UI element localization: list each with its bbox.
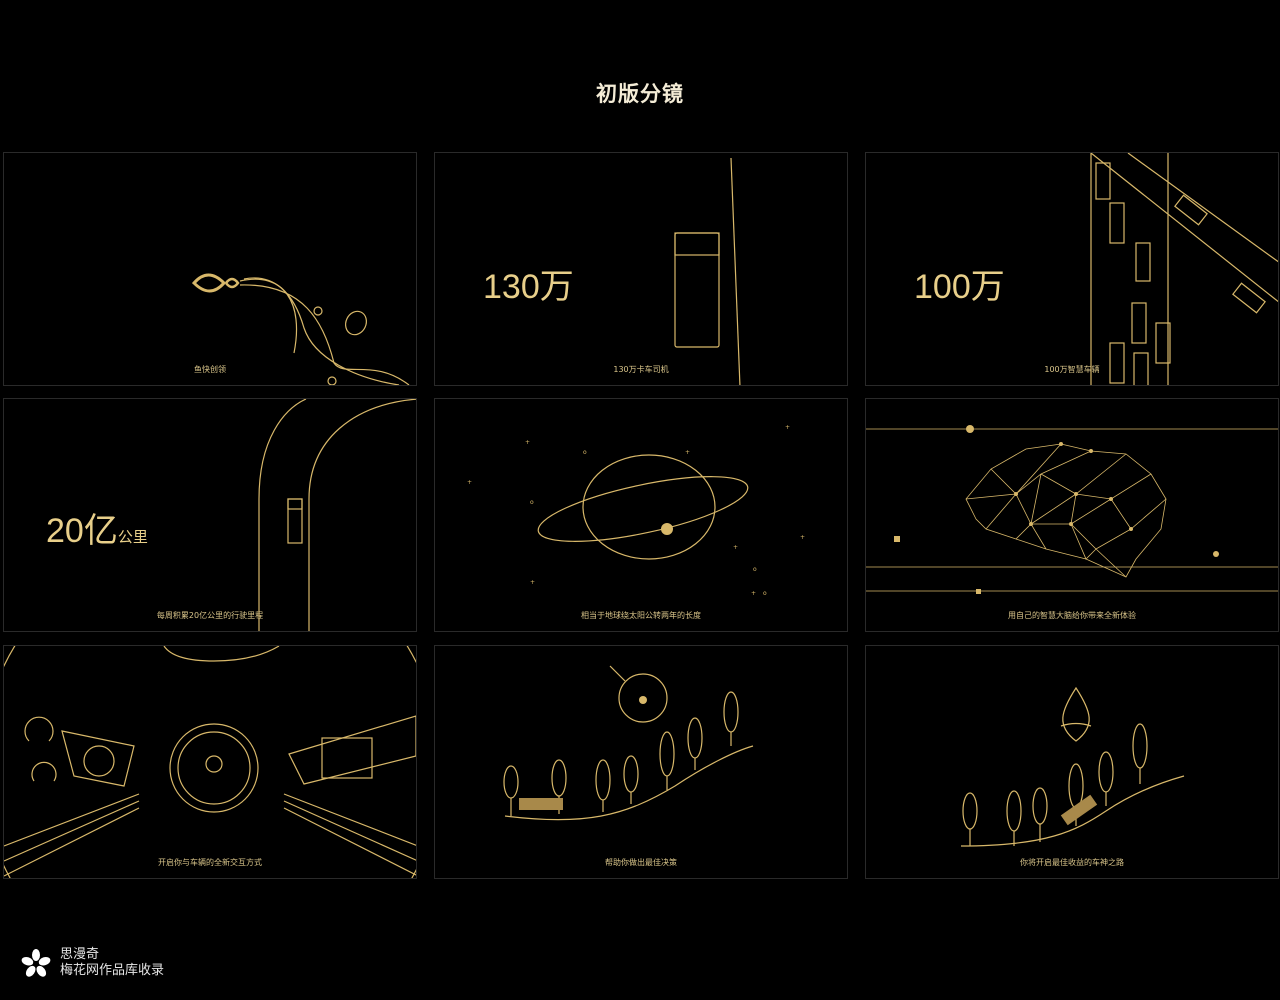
svg-text:+: + bbox=[467, 479, 472, 486]
panel-caption: 100万智慧车辆 bbox=[1044, 365, 1100, 374]
storyboard-panel-9[interactable]: 你将开启最佳收益的车神之路 bbox=[865, 645, 1279, 879]
panel-caption: 你将开启最佳收益的车神之路 bbox=[1020, 858, 1124, 867]
storyboard-panel-3[interactable]: 100万 100万智慧车辆 bbox=[865, 152, 1279, 386]
curved-road-illustration bbox=[258, 399, 416, 631]
panel-caption: 相当于地球绕太阳公转两年的长度 bbox=[581, 611, 701, 620]
cockpit-illustration bbox=[4, 646, 416, 878]
panel-caption: 帮助你做出最佳决策 bbox=[605, 858, 677, 867]
flower-logo-icon bbox=[21, 949, 51, 977]
svg-text:+: + bbox=[751, 590, 756, 597]
panel-caption: 鱼快创领 bbox=[194, 365, 226, 374]
svg-text:+: + bbox=[733, 544, 738, 551]
driver-count: 130万 bbox=[483, 268, 574, 306]
svg-text:+: + bbox=[530, 579, 535, 586]
brand-footer: 思漫奇 梅花网作品库收录 bbox=[60, 947, 164, 979]
storyboard-panel-7[interactable]: 开启你与车辆的全新交互方式 bbox=[3, 645, 417, 879]
hill-speedometer-illustration bbox=[503, 665, 754, 821]
storyboard-panel-1[interactable]: 鱼快创领 bbox=[3, 152, 417, 386]
truck-road-illustration bbox=[674, 157, 741, 385]
page-title: 初版分镜 bbox=[596, 82, 684, 106]
svg-text:+: + bbox=[785, 424, 790, 431]
storyboard-panel-5[interactable]: + o + + + o + + o + o + 相当于地球绕太阳公转两年的长度 bbox=[434, 398, 848, 632]
brand-name: 思漫奇 bbox=[60, 947, 100, 962]
storyboard-panel-4[interactable]: 20亿公里 每周积累20亿公里的行驶里程 bbox=[3, 398, 417, 632]
fish-logo-illustration bbox=[191, 273, 410, 385]
planet-illustration: + o + + + o + + o + o + bbox=[467, 424, 805, 597]
svg-text:o: o bbox=[753, 566, 757, 573]
svg-text:o: o bbox=[583, 449, 587, 456]
mileage-value: 20亿 bbox=[46, 512, 118, 550]
svg-text:+: + bbox=[685, 449, 690, 456]
svg-text:+: + bbox=[525, 439, 530, 446]
svg-text:o: o bbox=[530, 499, 534, 506]
panel-caption: 用自己的智慧大脑给你带来全新体验 bbox=[1008, 611, 1136, 620]
storyboard-panel-8[interactable]: 帮助你做出最佳决策 bbox=[434, 645, 848, 879]
svg-text:+: + bbox=[800, 534, 805, 541]
brain-network-illustration bbox=[866, 425, 1278, 594]
storyboard-panel-2[interactable]: 130万 130万卡车司机 bbox=[434, 152, 848, 386]
mileage-total: 20亿公里 bbox=[46, 503, 148, 552]
traffic-lanes-illustration bbox=[1090, 153, 1278, 385]
panel-caption: 开启你与车辆的全新交互方式 bbox=[158, 858, 262, 867]
panel-caption: 每周积累20亿公里的行驶里程 bbox=[156, 611, 264, 620]
brand-subtitle: 梅花网作品库收录 bbox=[60, 963, 165, 978]
hill-drop-illustration bbox=[960, 686, 1185, 847]
panel-caption: 130万卡车司机 bbox=[613, 365, 669, 374]
vehicle-count: 100万 bbox=[914, 268, 1005, 306]
storyboard-panel-6[interactable]: 用自己的智慧大脑给你带来全新体验 bbox=[865, 398, 1279, 632]
mileage-unit: 公里 bbox=[117, 529, 148, 546]
svg-text:o: o bbox=[763, 590, 767, 597]
